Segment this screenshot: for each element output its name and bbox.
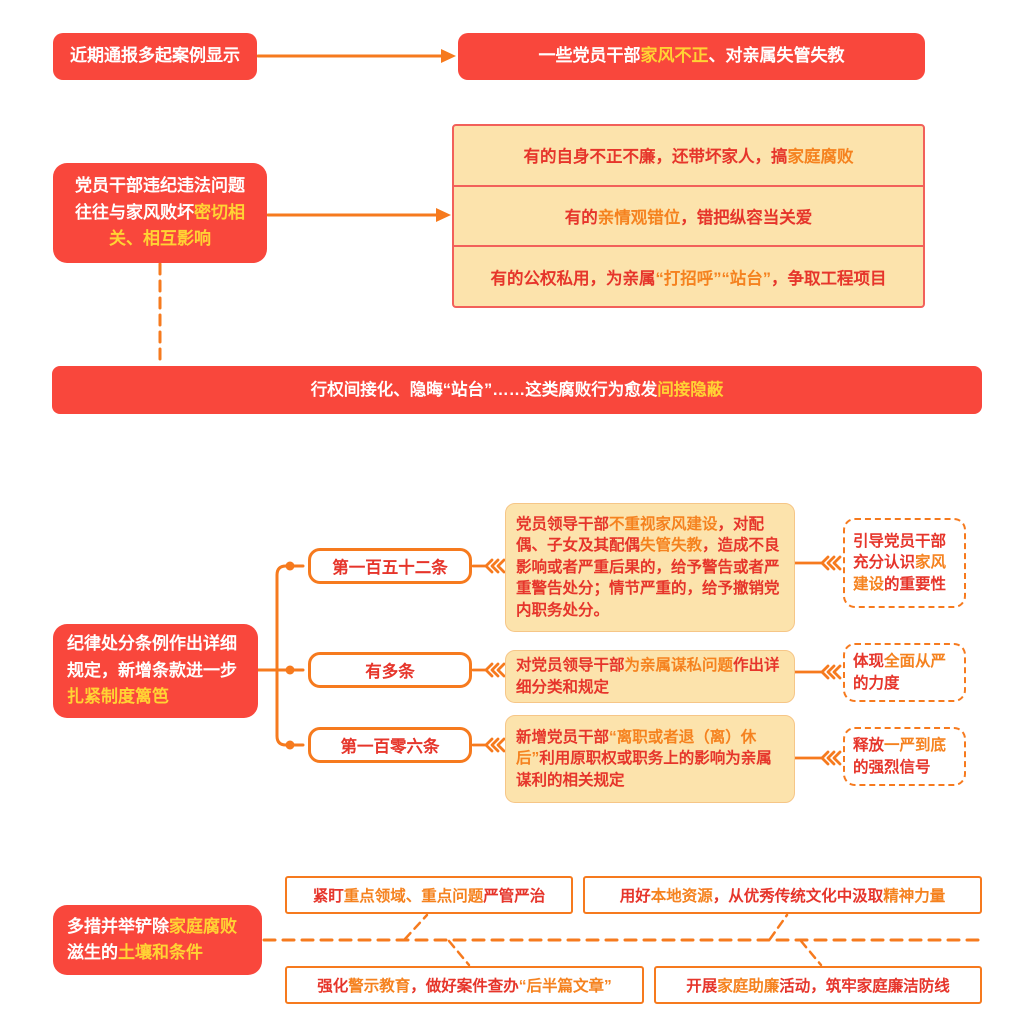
behavior-row-2: 有的亲情观错位，错把纵容当关爱 [454,187,923,248]
result-box: 一些党员干部家风不正、对亲属失管失教 [458,33,925,80]
problem-box: 党员干部违纪违法问题往往与家风败坏密切相关、相互影响 [53,163,267,263]
clause-effect-152: 引导党员干部充分认识家风建设的重要性 [843,518,966,608]
circle-dot-icon [285,561,295,571]
clause-detail-152: 党员领导干部不重视家风建设，对配偶、子女及其配偶失管失教，造成不良影响或者严重后… [505,503,795,632]
clause-effect-multiple: 体现全面从严的力度 [843,643,966,702]
dashed-measures-connectors [262,913,982,967]
right-arrow-icon-problem-to-behaviors [266,208,451,222]
clause-effect-106: 释放一严到底的强烈信号 [843,727,966,786]
triple-chevron-icon-detail2-effect [793,664,842,680]
banner-box: 行权间接化、隐晦“站台”……这类腐败行为愈发间接隐蔽 [52,366,982,414]
triple-chevron-icon-detail3-effect [793,750,842,766]
measures-box: 多措并举铲除家庭腐败滋生的土壤和条件 [53,905,262,975]
clause-detail-multiple: 对党员领导干部为亲属谋私问题作出详细分类和规定 [505,650,795,703]
measure-box-3: 强化警示教育，做好案件查办“后半篇文章” [285,966,644,1004]
behavior-row-3: 有的公权私用，为亲属“打招呼”“站台”，争取工程项目 [490,269,887,288]
triple-chevron-icon-clause3-detail [471,737,506,753]
clause-box-106: 第一百零六条 [308,727,472,763]
circle-dot-icon [285,665,295,675]
triple-chevron-icon-clause2-detail [471,662,506,678]
behavior-row-1: 有的自身不正不廉，还带坏家人，搞家庭腐败 [454,126,923,187]
regulation-box: 纪律处分条例作出详细规定，新增条款进一步扎紧制度篱笆 [53,624,258,718]
behavior-list: 有的自身不正不廉，还带坏家人，搞家庭腐败 有的亲情观错位，错把纵容当关爱 有的公… [452,124,925,308]
case-report-box: 近期通报多起案例显示 [53,33,257,80]
clause-box-152: 第一百五十二条 [308,548,472,584]
measure-box-1: 紧盯重点领域、重点问题严管严治 [285,876,573,914]
clause-box-multiple: 有多条 [308,652,472,688]
clause-detail-106: 新增党员干部“离职或者退（离）休后”利用原职权或职务上的影响为亲属谋利的相关规定 [505,715,795,803]
measure-box-4: 开展家庭助廉活动，筑牢家庭廉洁防线 [654,966,982,1004]
measure-box-2: 用好本地资源，从优秀传统文化中汲取精神力量 [583,876,982,914]
triple-chevron-icon-clause1-detail [471,558,506,574]
right-arrow-icon-case-to-result [256,49,456,63]
circle-dot-icon [285,740,295,750]
bracket-regulation-clauses [256,561,305,750]
triple-chevron-icon-detail1-effect [793,555,842,571]
